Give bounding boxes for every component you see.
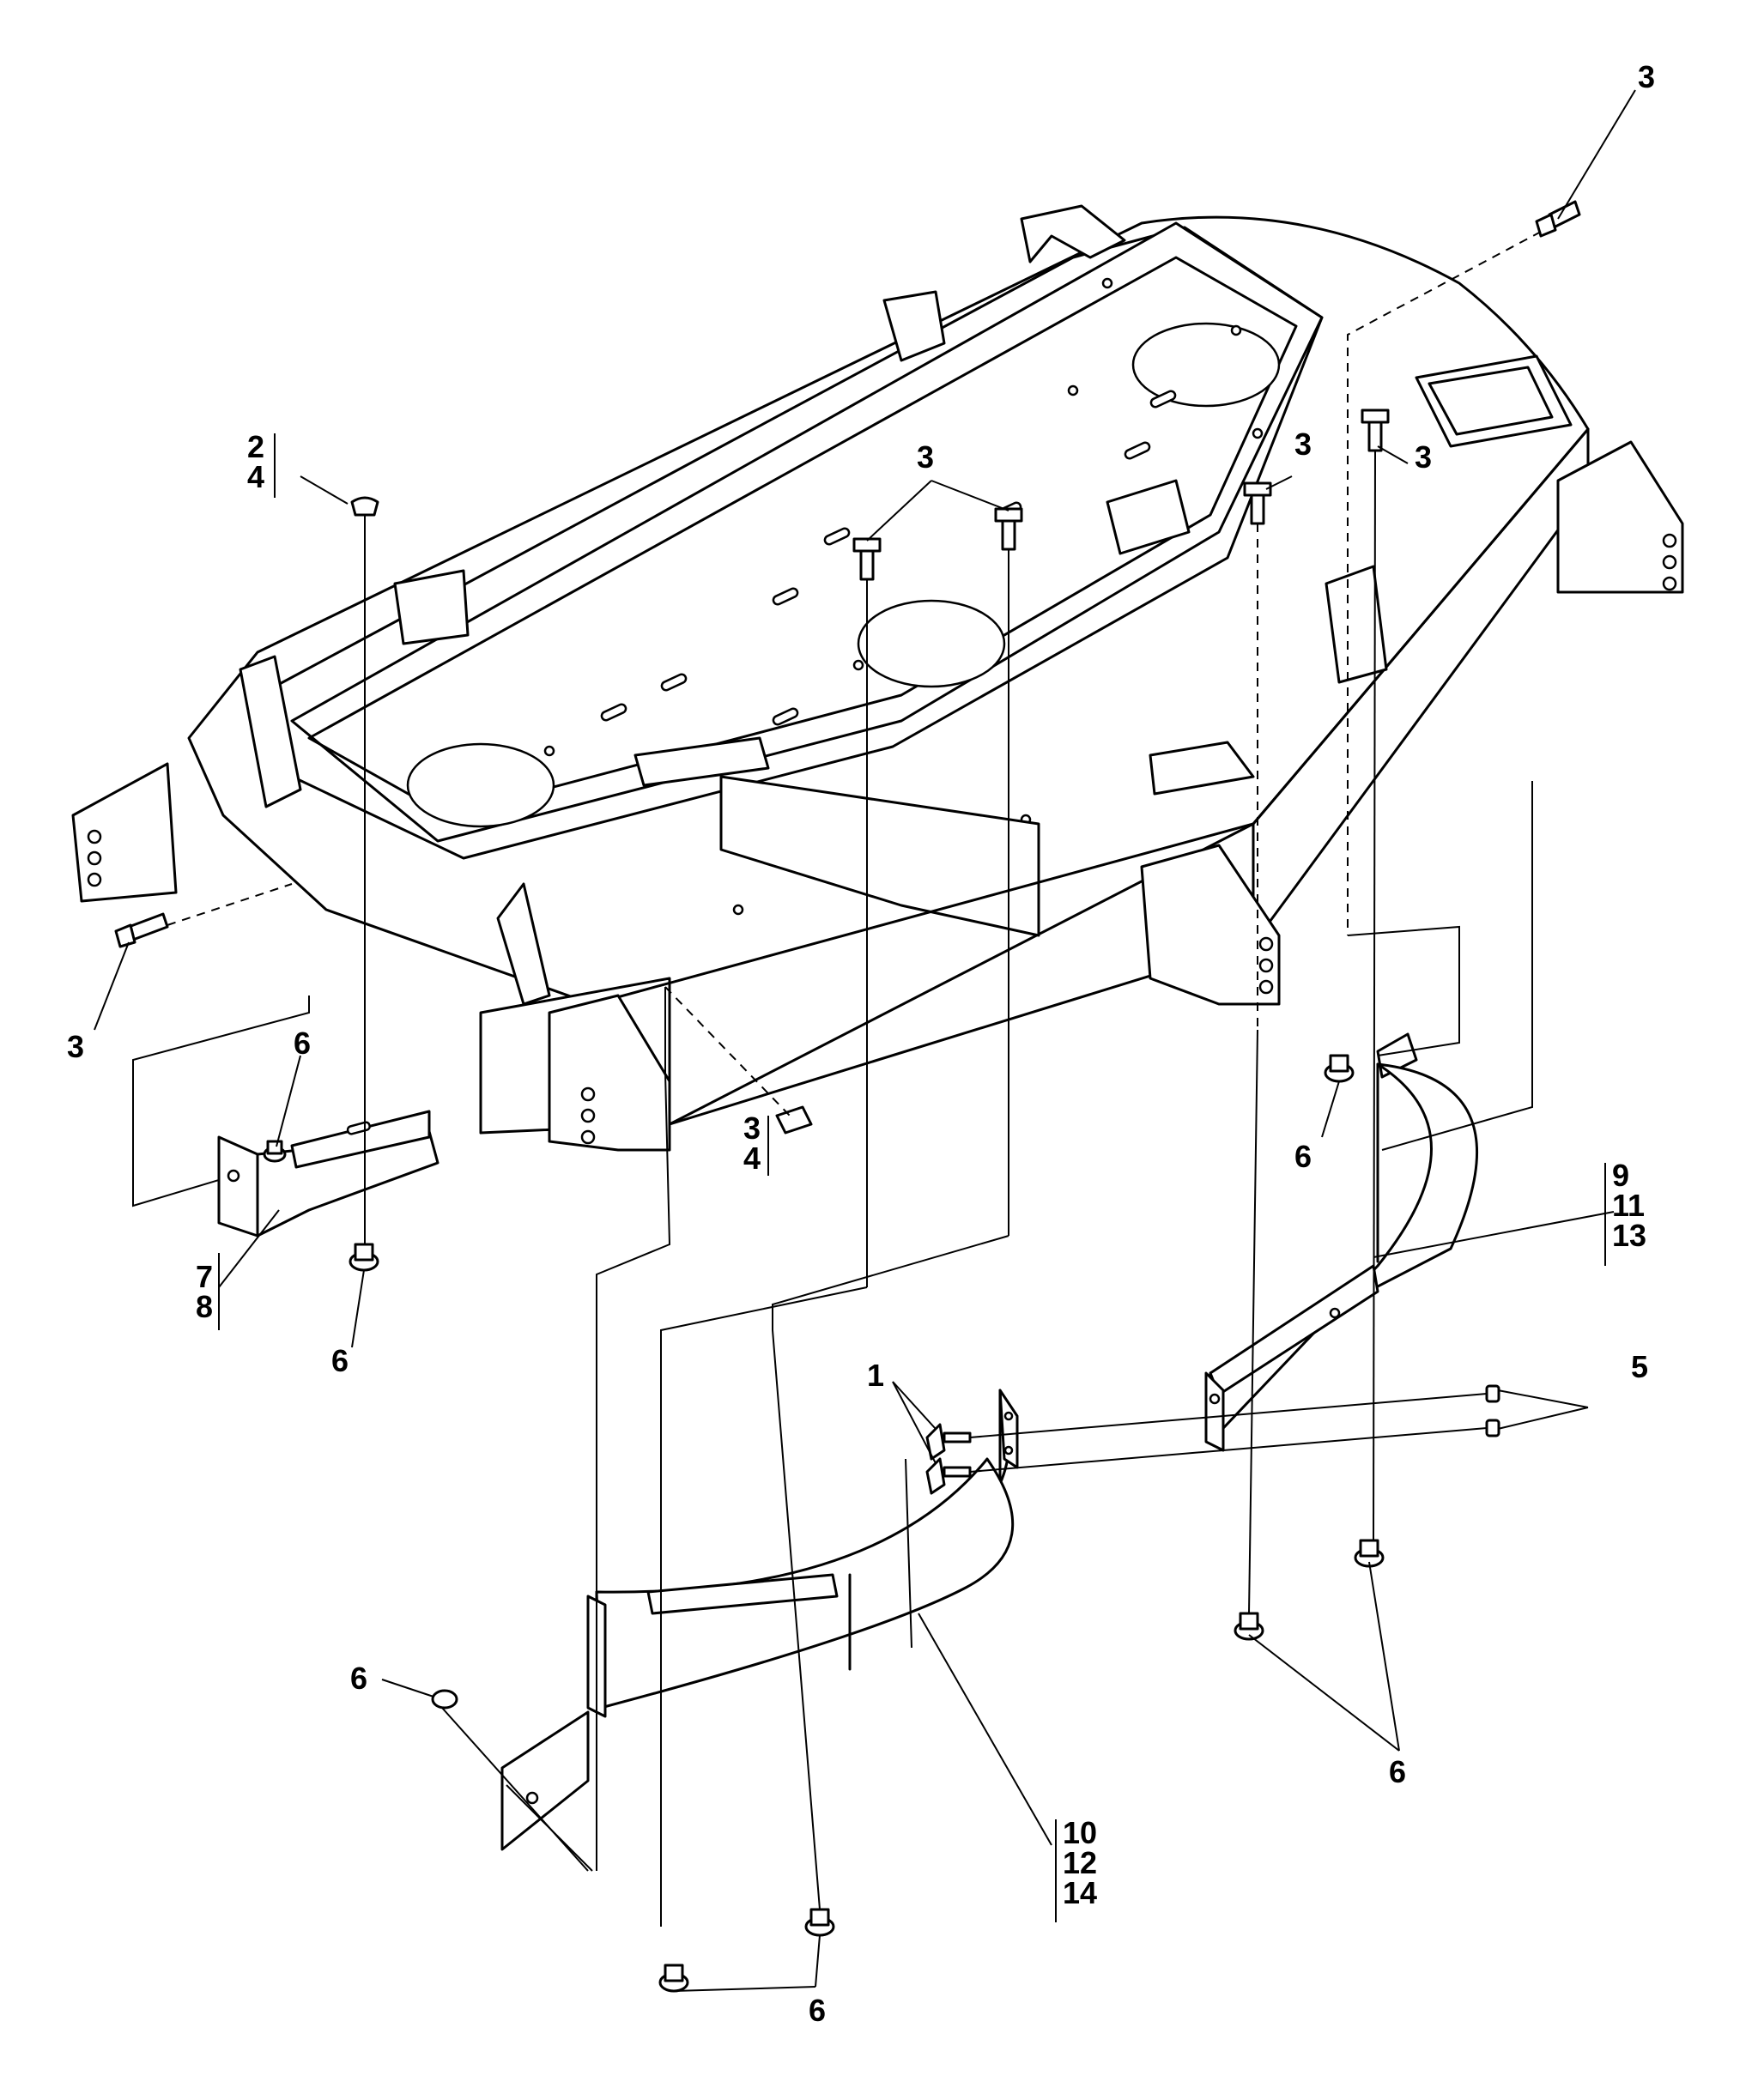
left-baffle-bracket bbox=[217, 1110, 440, 1238]
callout-3: 3 bbox=[1415, 439, 1432, 475]
flange-nut bbox=[431, 1689, 458, 1710]
callout-11: 11 bbox=[1612, 1188, 1645, 1223]
hanger-plate-left bbox=[71, 762, 178, 903]
hanger-plate-front-right bbox=[1140, 844, 1281, 1006]
callout-3: 3 bbox=[1294, 427, 1312, 462]
deck-decal bbox=[633, 736, 770, 787]
callout-8: 8 bbox=[196, 1289, 213, 1324]
callout-3: 3 bbox=[67, 1029, 84, 1064]
carriage-bolt bbox=[350, 496, 379, 517]
spindle-opening bbox=[1131, 322, 1281, 408]
deck-front-tab bbox=[496, 882, 551, 1006]
deck-center-bracket bbox=[719, 775, 1040, 937]
front-baffle bbox=[500, 1389, 1019, 1851]
hanger-plate-right-rear bbox=[1325, 565, 1388, 684]
hex-bolt bbox=[1535, 200, 1581, 238]
right-baffle bbox=[1204, 1032, 1478, 1452]
callout-6: 6 bbox=[1389, 1754, 1406, 1789]
flange-nut bbox=[1324, 1054, 1355, 1083]
callout-2: 2 bbox=[247, 429, 264, 464]
flange-nut bbox=[804, 1908, 835, 1937]
deck-housing bbox=[290, 221, 1324, 843]
deck-mount-bracket bbox=[1149, 741, 1255, 796]
deck-mount-bracket bbox=[393, 569, 470, 645]
hanger-plate-right bbox=[1556, 440, 1684, 594]
deck-left-pivot-bracket bbox=[239, 655, 302, 808]
callout-leaders bbox=[94, 89, 1636, 1992]
callout-1: 1 bbox=[867, 1358, 884, 1393]
deck-mount-bracket bbox=[1020, 204, 1126, 263]
callout-12: 12 bbox=[1063, 1845, 1097, 1880]
callout-14: 14 bbox=[1063, 1875, 1097, 1910]
deck-decal bbox=[1106, 479, 1191, 555]
hex-bolt bbox=[775, 1105, 813, 1135]
hex-bolt bbox=[114, 912, 169, 948]
callout-5: 5 bbox=[1631, 1349, 1648, 1384]
deck-mount-bracket bbox=[882, 290, 946, 362]
callout-6: 6 bbox=[350, 1661, 367, 1696]
flange-nut bbox=[263, 1140, 287, 1163]
callout-13: 13 bbox=[1612, 1218, 1646, 1253]
callout-6: 6 bbox=[331, 1343, 349, 1378]
nut bbox=[1485, 1419, 1500, 1437]
callout-6: 6 bbox=[294, 1026, 311, 1061]
flange-nut bbox=[658, 1964, 689, 1993]
callout-3: 3 bbox=[1638, 59, 1655, 94]
flange-nut bbox=[349, 1243, 379, 1272]
callout-3: 3 bbox=[917, 439, 934, 475]
callout-labels: 3 2 4 3 3 3 3 6 3 4 6 9 11 13 7 8 6 1 5 … bbox=[67, 59, 1655, 2028]
callout-6: 6 bbox=[1294, 1139, 1312, 1174]
hanger-plate-front-left bbox=[548, 994, 671, 1152]
callout-6: 6 bbox=[809, 1993, 826, 2028]
spindle-opening bbox=[406, 742, 555, 828]
flange-nut bbox=[1234, 1612, 1264, 1641]
mower-deck bbox=[187, 204, 1590, 1135]
callout-7: 7 bbox=[196, 1259, 213, 1294]
hex-bolt bbox=[852, 537, 882, 581]
hex-bolt bbox=[1243, 481, 1272, 525]
nut bbox=[1485, 1384, 1500, 1403]
callout-10: 10 bbox=[1063, 1815, 1097, 1850]
assembly-lines bbox=[132, 231, 1542, 1927]
spindle-opening bbox=[857, 599, 1006, 688]
callout-9: 9 bbox=[1612, 1158, 1629, 1193]
callout-3: 3 bbox=[743, 1111, 761, 1146]
callout-4: 4 bbox=[743, 1141, 761, 1176]
carriage-bolt-1 bbox=[925, 1423, 972, 1461]
deck-hanger-plates bbox=[71, 440, 1684, 1152]
callout-4: 4 bbox=[247, 459, 264, 494]
